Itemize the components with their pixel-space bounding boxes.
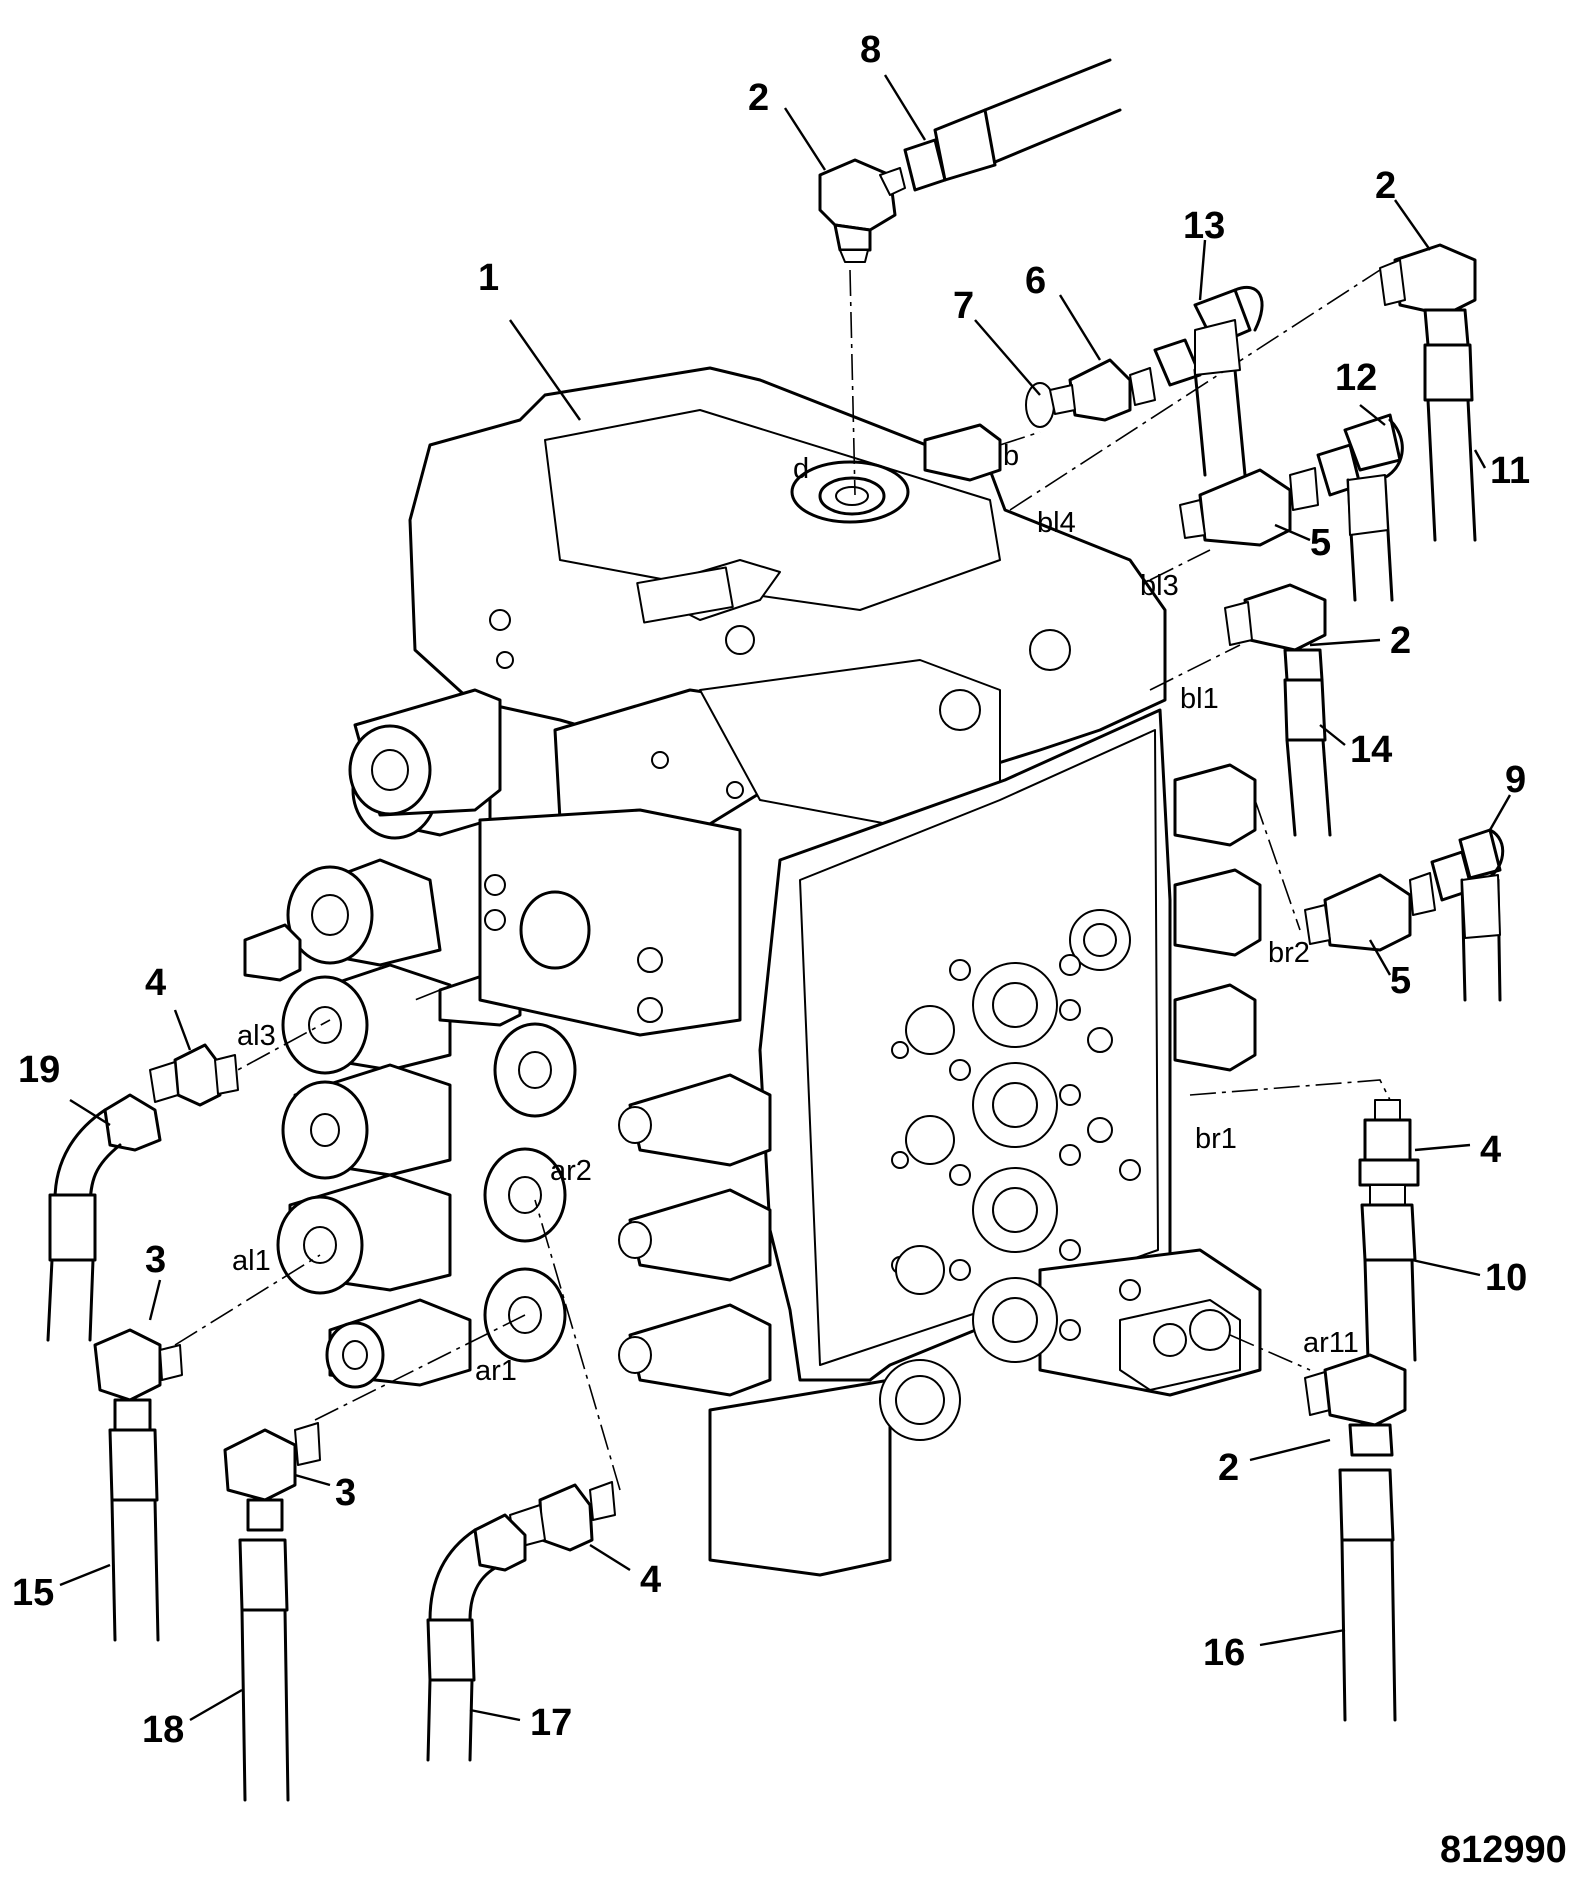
callout-14: 14 bbox=[1350, 729, 1392, 771]
callout-2: 2 bbox=[748, 77, 769, 119]
callout-11: 11 bbox=[1490, 450, 1530, 492]
callout-10: 10 bbox=[1485, 1257, 1527, 1299]
face-plate-holes bbox=[879, 909, 1141, 1441]
callout-4: 4 bbox=[145, 962, 166, 1004]
port-label-al3: al3 bbox=[237, 1020, 276, 1052]
callout-16: 16 bbox=[1203, 1632, 1245, 1674]
valve-block bbox=[243, 366, 1262, 1577]
callout-5: 5 bbox=[1390, 960, 1411, 1002]
port-label-bl3: bl3 bbox=[1140, 570, 1179, 602]
callout-1: 1 bbox=[478, 257, 499, 299]
spool-caps bbox=[243, 688, 1262, 1397]
callout-9: 9 bbox=[1505, 759, 1526, 801]
callout-4: 4 bbox=[1480, 1129, 1501, 1171]
callout-13: 13 bbox=[1183, 205, 1225, 247]
port-label-d: d bbox=[793, 453, 809, 485]
port-label-br1: br1 bbox=[1195, 1123, 1237, 1155]
callout-5: 5 bbox=[1310, 522, 1331, 564]
callout-4: 4 bbox=[640, 1559, 661, 1601]
callout-3: 3 bbox=[335, 1472, 356, 1514]
port-label-bl4: bl4 bbox=[1037, 507, 1076, 539]
connection-lines bbox=[174, 269, 1391, 1491]
port-label-bl1: bl1 bbox=[1180, 683, 1219, 715]
callout-3: 3 bbox=[145, 1239, 166, 1281]
callout-19: 19 bbox=[18, 1049, 60, 1091]
callout-numbers: 1 2 8 2 13 6 7 12 11 5 2 14 9 5 4 19 4 1… bbox=[12, 29, 1530, 1751]
callout-2: 2 bbox=[1390, 620, 1411, 662]
port-label-ar2: ar2 bbox=[550, 1155, 592, 1187]
callout-6: 6 bbox=[1025, 260, 1046, 302]
fittings-and-hoses bbox=[46, 58, 1505, 1802]
callout-8: 8 bbox=[860, 29, 881, 71]
callout-17: 17 bbox=[530, 1702, 572, 1744]
callout-2: 2 bbox=[1218, 1447, 1239, 1489]
port-label-ar11: ar11 bbox=[1303, 1327, 1359, 1359]
drawing-number: 812990 bbox=[1440, 1829, 1567, 1871]
callout-18: 18 bbox=[142, 1709, 184, 1751]
port-label-ar1: ar1 bbox=[475, 1355, 517, 1387]
port-label-br2: br2 bbox=[1268, 937, 1310, 969]
leader-lines bbox=[59, 74, 1512, 1722]
callout-12: 12 bbox=[1335, 357, 1377, 399]
callout-7: 7 bbox=[953, 285, 974, 327]
port-labels: d b bl4 bl3 bl1 br2 br1 al3 ar2 al1 ar1 … bbox=[232, 440, 1359, 1387]
port-label-b: b bbox=[1003, 440, 1019, 472]
callout-2: 2 bbox=[1375, 165, 1396, 207]
callout-15: 15 bbox=[12, 1572, 54, 1614]
port-label-al1: al1 bbox=[232, 1245, 271, 1277]
